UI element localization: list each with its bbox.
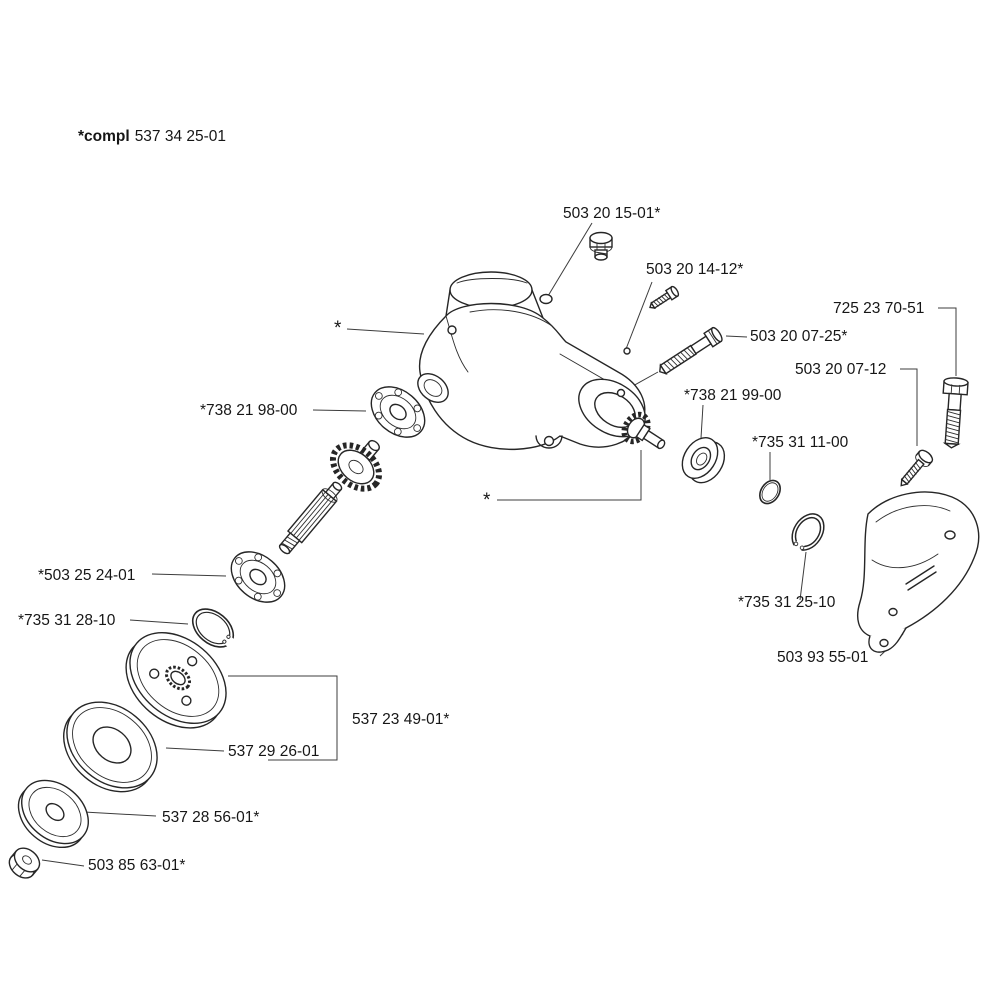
clamp-screw — [649, 285, 680, 310]
part-label-left-snap-ring: *735 31 28-10 — [18, 612, 116, 629]
grease-plug — [589, 231, 613, 261]
support-cup — [125, 631, 227, 729]
gearbox-housing — [417, 271, 646, 451]
asterisk-marker-pinion: * — [483, 490, 491, 511]
part-label-lower-bearing: *503 25 24-01 — [38, 567, 135, 584]
pinion-gear — [621, 411, 666, 450]
left-snap-ring — [191, 608, 237, 649]
guard-bolt — [942, 377, 969, 449]
part-label-right-snap-ring: *735 31 25-10 — [738, 594, 836, 611]
part-label-guard-screw: 503 20 07-12 — [795, 361, 886, 378]
part-label-grease-plug: 503 20 15-01* — [563, 205, 660, 222]
splined-shaft — [278, 481, 343, 555]
part-label-lock-nut: 503 85 63-01* — [88, 857, 185, 874]
guard-plate — [857, 491, 980, 653]
crown-gear — [329, 439, 383, 492]
part-label-pinion-bearing: *738 21 99-00 — [684, 387, 782, 404]
part-label-clamp-screw: 503 20 14-12* — [646, 261, 743, 278]
part-label-support-washer: 537 29 26-01 — [228, 743, 319, 760]
lock-nut — [8, 847, 41, 879]
pinion-ring — [759, 479, 781, 505]
part-label-guard-bolt: 725 23 70-51 — [833, 300, 924, 317]
asterisk-marker-housing: * — [334, 318, 342, 339]
part-label-dust-cup: 537 28 56-01* — [162, 809, 259, 826]
right-snap-ring — [791, 513, 825, 553]
upper-bearing — [370, 386, 426, 438]
pinion-bearing — [681, 437, 726, 484]
part-label-housing-bolt: 503 20 07-25* — [750, 328, 847, 345]
part-label-pinion-ring: *735 31 11-00 — [752, 434, 849, 451]
part-label-upper-bearing: *738 21 98-00 — [200, 402, 298, 419]
guard-screw — [900, 449, 934, 487]
housing-bolt — [659, 326, 723, 375]
dust-cup — [17, 779, 89, 849]
lower-bearing — [230, 551, 286, 603]
support-washer — [63, 701, 158, 793]
part-label-guard-plate: 503 93 55-01 — [777, 649, 868, 666]
part-label-support-assembly: 537 23 49-01* — [352, 711, 449, 728]
